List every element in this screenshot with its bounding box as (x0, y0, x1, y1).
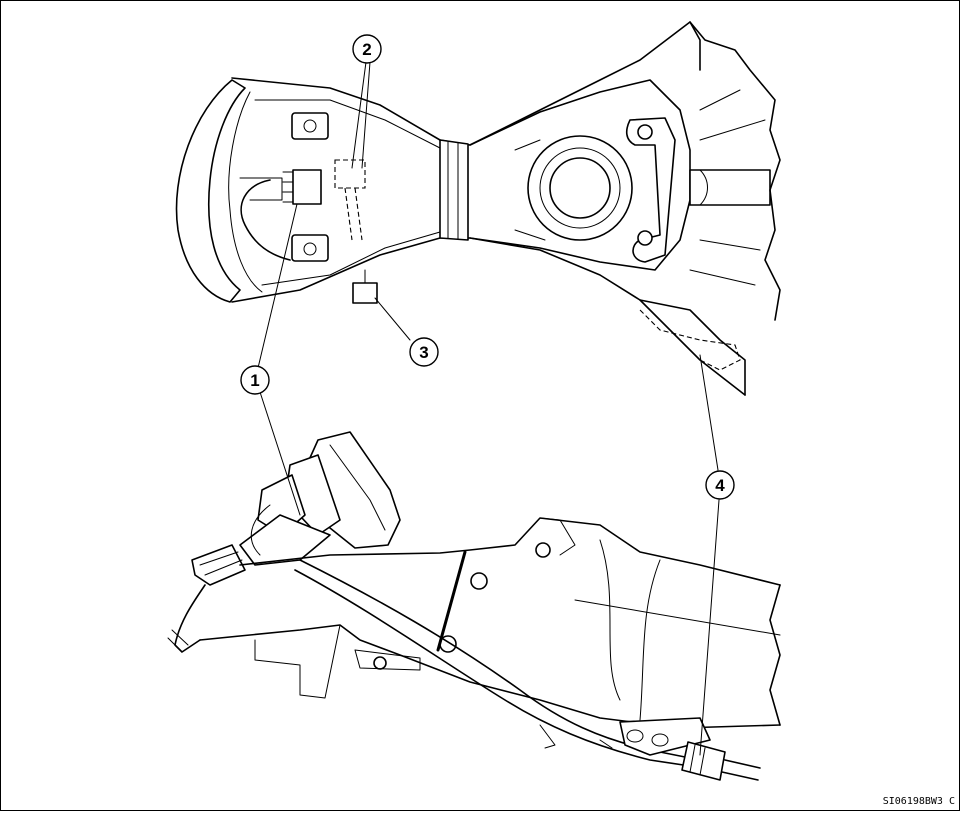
callout-1-label: 1 (250, 371, 259, 390)
frame-lower-edge (200, 625, 780, 728)
callout-2: 2 (353, 35, 381, 63)
figure-code: SI06198BW3 C (883, 796, 955, 807)
bulb-socket (293, 170, 321, 204)
top-view-assembly (177, 22, 780, 395)
leader-lines (258, 62, 719, 755)
headlight-lens (177, 80, 245, 302)
frame-bolt-1 (471, 573, 487, 589)
bottom-view-assembly (168, 432, 780, 780)
clamp-band (438, 552, 465, 650)
callout-2-label: 2 (362, 40, 371, 59)
frame-neck-band (440, 140, 468, 240)
connector-4 (682, 742, 725, 780)
mount-boss-lower (292, 235, 328, 261)
callout-3: 3 (410, 338, 438, 366)
hidden-connector (335, 160, 365, 188)
callout-3-label: 3 (419, 343, 428, 362)
callout-1: 1 (241, 366, 269, 394)
frame-spar (690, 170, 770, 205)
mount-boss-upper (292, 113, 328, 139)
callout-4: 4 (706, 471, 734, 499)
callout-4-label: 4 (715, 476, 725, 495)
connector-3 (353, 283, 377, 303)
